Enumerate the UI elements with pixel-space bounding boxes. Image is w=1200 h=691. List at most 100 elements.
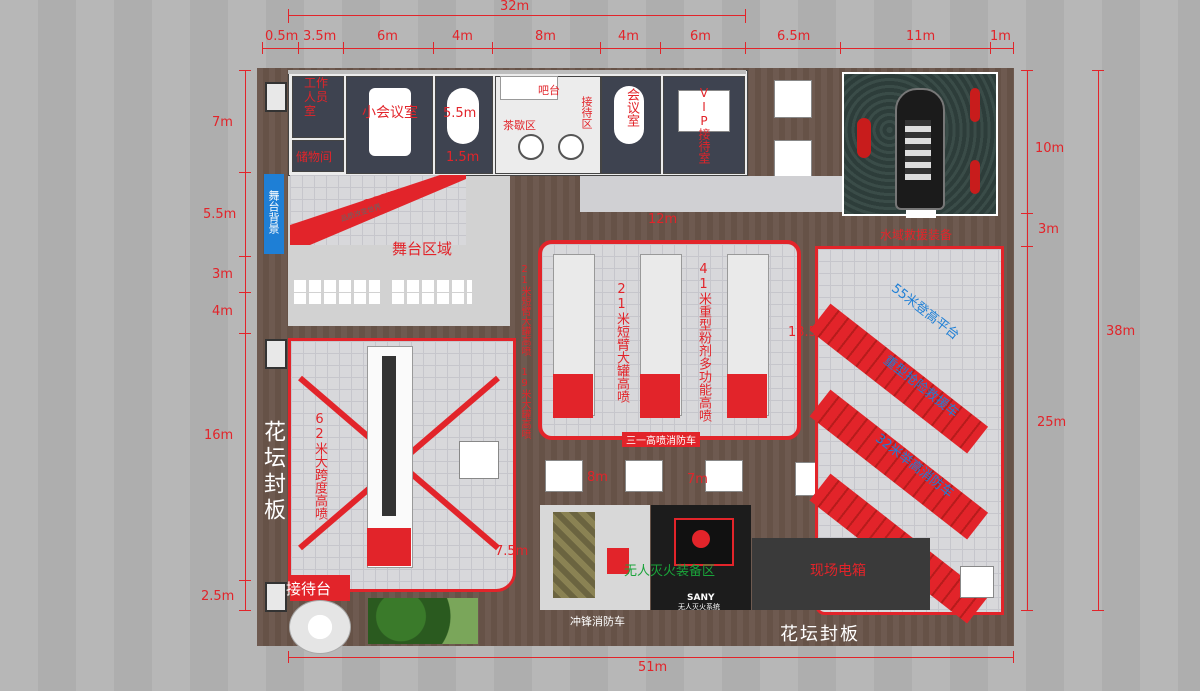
dim-1-5m: 1.5m xyxy=(446,150,480,165)
left-dim-2: 3m xyxy=(212,267,233,282)
tick xyxy=(239,70,251,71)
top-dim-9: 1m xyxy=(990,29,1011,44)
truck-62m-boom xyxy=(382,356,396,516)
top-total-dimension-line xyxy=(288,15,746,16)
aisle-area xyxy=(580,176,842,212)
top-dim-1: 3.5m xyxy=(303,29,337,44)
planter xyxy=(368,598,478,644)
left-dim-0: 7m xyxy=(212,115,233,130)
drone-brand: SANY xyxy=(687,593,715,603)
assault-truck xyxy=(553,512,595,598)
tick xyxy=(1021,213,1033,214)
tick xyxy=(433,42,434,54)
display-stand xyxy=(774,140,812,178)
top-dim-6: 6m xyxy=(690,29,711,44)
meeting-table xyxy=(369,88,411,156)
stage-backdrop-label: 舞台背景 xyxy=(267,190,280,234)
display-stand xyxy=(459,441,499,479)
tick xyxy=(239,580,251,581)
tick xyxy=(239,292,251,293)
top-dim-8: 11m xyxy=(906,29,936,44)
top-total-label: 32m xyxy=(500,0,530,14)
audience-chairs-right xyxy=(392,292,472,293)
truck-41m-label: 41米重型粉剂多功能高喷 xyxy=(696,262,711,422)
display-stand xyxy=(705,460,743,492)
jet-ski xyxy=(970,88,980,122)
truck-62m-cab xyxy=(367,528,411,566)
truck-vertical-label: 21米短臂大罐高喷 19米大罐高喷 xyxy=(519,264,530,439)
small-meeting-label: 小会议室 xyxy=(362,105,418,121)
truck-21m-label: 21米短臂大罐高喷 xyxy=(614,282,629,403)
truck-62m-label: 62米大跨度高喷 xyxy=(312,412,327,520)
top-dim-3: 4m xyxy=(452,29,473,44)
tick xyxy=(239,610,251,611)
bottom-total-label: 51m xyxy=(638,660,668,675)
staff-room-label: 工作人员室 xyxy=(304,76,329,118)
drone-area-label: 无人灭火装备区 xyxy=(624,564,716,579)
right-total-label: 38m xyxy=(1106,324,1136,339)
tick xyxy=(239,172,251,173)
reception-label: 接待区 xyxy=(580,96,593,129)
dim-7m: 7m xyxy=(687,472,708,487)
boat-deck xyxy=(905,120,931,180)
truck-21m-cab xyxy=(553,374,593,418)
tick xyxy=(1013,42,1014,54)
dim-7-5m: 7.5m xyxy=(495,544,529,559)
right-dim-0: 10m xyxy=(1035,141,1065,156)
storage-label: 储物间 xyxy=(296,150,333,164)
truck-41m-cab xyxy=(727,374,767,418)
tick xyxy=(990,42,991,54)
tick xyxy=(1092,70,1104,71)
drone-pad xyxy=(674,518,734,566)
top-dim-5: 4m xyxy=(618,29,639,44)
stage-banner xyxy=(290,175,466,245)
pillar xyxy=(265,339,287,369)
bar-label: 吧台 xyxy=(538,84,560,97)
stage-area-label: 舞台区域 xyxy=(392,240,453,258)
tea-table xyxy=(558,134,584,160)
display-stand xyxy=(545,460,583,492)
assault-truck-label: 冲锋消防车 xyxy=(570,615,625,628)
truck-mid-cab xyxy=(640,374,680,418)
tick xyxy=(239,333,251,334)
dim-12m: 12m xyxy=(648,212,678,227)
umbrella-icon xyxy=(289,600,351,654)
tea-area-label: 茶歇区 xyxy=(503,119,536,132)
flowerbed-left-label: 花坛封板 xyxy=(260,420,285,524)
audience-chairs-left xyxy=(294,292,380,293)
jet-ski xyxy=(970,160,980,194)
meeting-room-table xyxy=(614,86,644,144)
tick xyxy=(288,9,289,23)
vip-room-label: VIP接待室 xyxy=(697,86,711,164)
tick xyxy=(745,42,746,54)
tick xyxy=(840,42,841,54)
left-dim-3: 4m xyxy=(212,304,233,319)
tick xyxy=(1013,651,1014,663)
tick xyxy=(343,42,344,54)
pillar xyxy=(265,82,287,112)
info-desk xyxy=(290,575,350,601)
water-rescue-label: 水域救援装备 xyxy=(880,228,953,242)
right-total-dimension-line xyxy=(1098,70,1099,610)
tick xyxy=(298,42,299,54)
tick xyxy=(288,651,289,663)
stage-backdrop-panel xyxy=(264,174,284,254)
electric-box-label: 现场电箱 xyxy=(810,563,866,579)
round-table xyxy=(447,88,479,144)
left-dim-4: 16m xyxy=(204,428,234,443)
rooms-strip-top xyxy=(288,70,746,74)
banner-stripe xyxy=(290,175,466,245)
right-inner-dimension-line xyxy=(1027,70,1028,610)
top-dim-2: 6m xyxy=(377,29,398,44)
top-dim-7: 6.5m xyxy=(777,29,811,44)
meeting-room-label: 会议室 xyxy=(624,88,639,127)
display-stand xyxy=(960,566,994,598)
dim-5-5m: 5.5m xyxy=(443,106,477,121)
electric-box-zone xyxy=(752,538,930,610)
staff-room xyxy=(292,76,344,138)
tick xyxy=(1092,610,1104,611)
pillar xyxy=(265,582,287,612)
truck-group-label: 三一高喷消防车 xyxy=(622,432,700,447)
tick xyxy=(600,42,601,54)
